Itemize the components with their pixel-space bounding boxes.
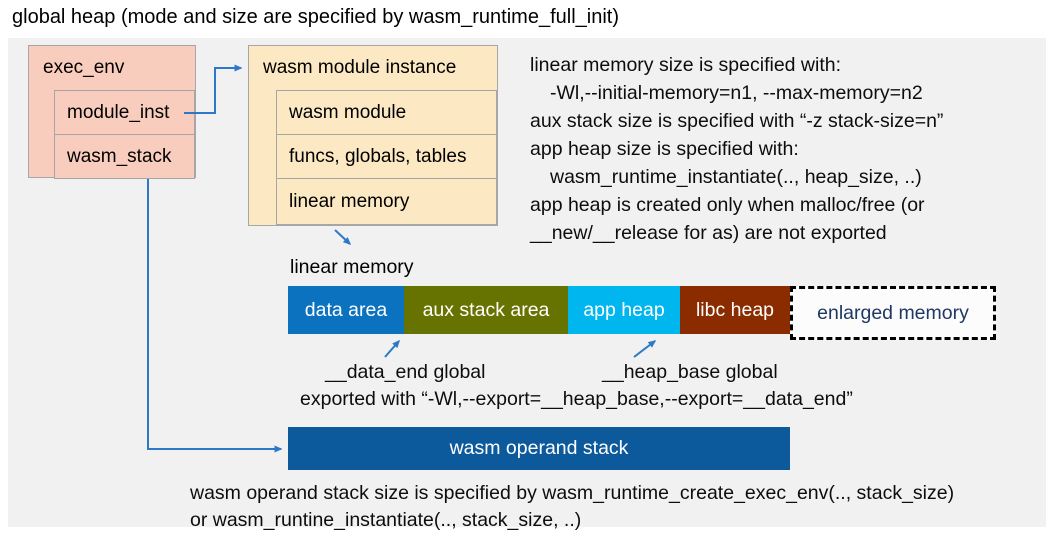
linear-memory-label: linear memory	[290, 256, 414, 278]
notes-block: linear memory size is specified with: -W…	[530, 51, 943, 247]
exec-env-header: exec_env	[43, 57, 125, 78]
segment-libc-heap: libc heap	[680, 286, 790, 334]
module-instance-row-funcs-globals-tables: funcs, globals, tables	[276, 134, 497, 179]
note-line: wasm_runtime_instantiate(.., heap_size, …	[550, 166, 922, 188]
annotation-exported-with: exported with “-Wl,--export=__heap_base,…	[300, 388, 853, 410]
segment-aux-stack-area: aux stack area	[404, 286, 568, 334]
note-line: app heap is created only when malloc/fre…	[530, 194, 925, 216]
note-line: aux stack size is specified with “-z sta…	[530, 110, 944, 132]
exec-env-row-wasm-stack: wasm_stack	[54, 134, 195, 179]
segment-app-heap: app heap	[568, 286, 680, 334]
linear-memory-bar: data area aux stack area app heap libc h…	[288, 286, 996, 340]
exec-env-box: exec_env module_inst wasm_stack	[28, 45, 196, 179]
note-line: linear memory size is specified with:	[530, 54, 842, 76]
module-instance-box: wasm module instance wasm module funcs, …	[248, 45, 498, 226]
module-instance-row-linear-memory: linear memory	[276, 178, 497, 225]
diagram-title: global heap (mode and size are specified…	[12, 6, 619, 28]
operand-stack-bar: wasm operand stack	[288, 427, 790, 470]
footer-note: wasm operand stack size is specified by …	[190, 480, 954, 534]
segment-data-area: data area	[288, 286, 404, 334]
exec-env-row-module-inst: module_inst	[54, 90, 195, 135]
note-line: __new/__release for as) are not exported	[530, 222, 887, 244]
module-instance-header: wasm module instance	[263, 57, 457, 78]
footer-line: wasm operand stack size is specified by …	[190, 482, 955, 504]
module-instance-row-wasm-module: wasm module	[276, 90, 497, 135]
enlarged-memory-box: enlarged memory	[790, 286, 996, 340]
annotation-data-end: __data_end global	[325, 361, 486, 383]
note-line: -Wl,--initial-memory=n1, --max-memory=n2	[550, 82, 923, 104]
footer-line: or wasm_runtine_instantiate(.., stack_si…	[190, 509, 582, 531]
annotation-heap-base: __heap_base global	[602, 361, 778, 383]
note-line: app heap size is specified with:	[530, 138, 799, 160]
